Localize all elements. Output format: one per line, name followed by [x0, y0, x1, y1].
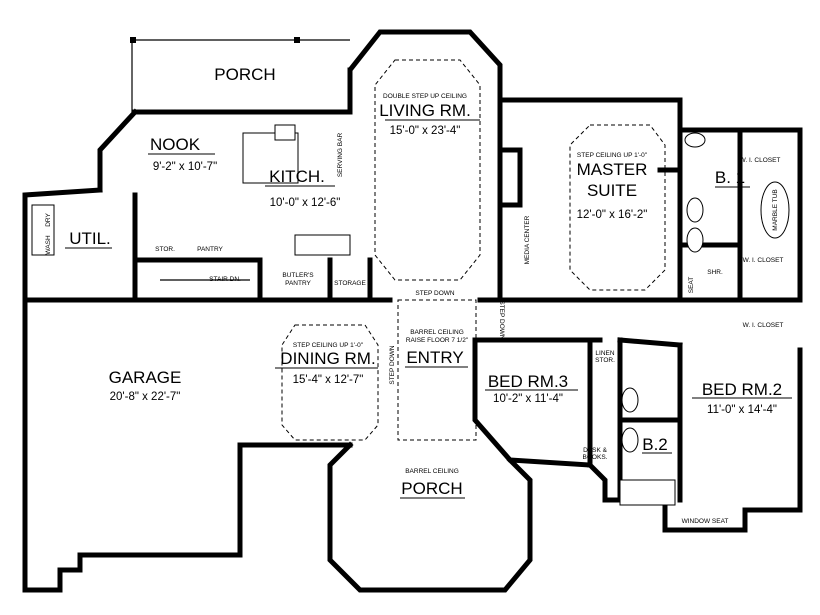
step-down-label-1: STEP DOWN — [415, 290, 455, 297]
step-down-label-3: STEP DOWN — [389, 345, 396, 385]
kitchen-label: KITCH. — [269, 167, 325, 186]
living-label: LIVING RM. — [379, 101, 471, 120]
wash-label: WASH — [45, 235, 52, 255]
porch-front-label: PORCH — [401, 479, 462, 498]
ceiling-outlines — [281, 59, 666, 441]
util-label: UTIL. — [69, 229, 111, 248]
desk-label-2: BOOKS. — [583, 454, 608, 461]
wi-closet-label-1: W. I. CLOSET — [740, 157, 781, 164]
nook-size: 9'-2" x 10'-7" — [153, 161, 217, 173]
living-size: 15'-0" x 23'-4" — [390, 125, 461, 137]
bath1-label: B. 1 — [715, 168, 745, 187]
stair-label: STAIR DN. — [209, 276, 241, 283]
fixtures — [31, 124, 790, 506]
master-note: STEP CEILING UP 1'-0" — [577, 152, 648, 159]
wi-closet-label-2: W. I. CLOSET — [743, 257, 784, 264]
kitchen-size: 10'-0" x 12'-6" — [270, 197, 341, 209]
master-size: 12'-0" x 16'-2" — [577, 209, 648, 221]
porch-outline — [130, 37, 350, 112]
butlers-label-2: PANTRY — [285, 280, 311, 287]
walls — [22, 29, 803, 593]
linen-label-1: LINEN — [595, 350, 614, 357]
living-note: DOUBLE STEP UP CEILING — [383, 93, 467, 100]
seat-label: SEAT — [688, 277, 695, 294]
wi-closet-label-3: W. I. CLOSET — [743, 322, 784, 329]
dining-note: STEP CEILING UP 1'-0" — [293, 342, 364, 349]
stor-label: STOR. — [155, 246, 175, 253]
garage-label: GARAGE — [109, 368, 182, 387]
bed2-size: 11'-0" x 14'-4" — [707, 404, 777, 416]
entry-note-2: RAISE FLOOR 7 1/2" — [406, 337, 469, 344]
bath2-label: B.2 — [642, 435, 668, 454]
storage-label: STORAGE — [334, 280, 366, 287]
entry-label: ENTRY — [406, 348, 463, 367]
nook-label: NOOK — [150, 135, 201, 154]
bed3-size: 10'-2" x 11'-4" — [493, 393, 563, 405]
dry-label: DRY — [45, 213, 52, 227]
dining-size: 15'-4" x 12'-7" — [293, 374, 364, 386]
marble-tub-label: MARBLE TUB — [772, 189, 779, 230]
pantry-label: PANTRY — [197, 246, 223, 253]
master-label-2: SUITE — [587, 181, 637, 200]
bed3-label: BED RM.3 — [488, 372, 568, 391]
porch-front-note: BARREL CEILING — [405, 468, 459, 475]
step-down-label-2: STEP DOWN — [498, 300, 505, 340]
media-center-label: MEDIA CENTER — [524, 215, 531, 264]
window-seat-label: WINDOW SEAT — [682, 518, 729, 525]
garage-size: 20'-8" x 22'-7" — [110, 391, 181, 403]
linen-label-2: STOR. — [595, 357, 615, 364]
serving-bar-label: SERVING BAR — [337, 133, 344, 178]
butlers-label-1: BUTLER'S — [282, 272, 314, 279]
desk-label-1: DESK & — [583, 447, 608, 454]
dining-label: DINING RM. — [280, 349, 375, 368]
entry-note-1: BARREL CEILING — [410, 329, 464, 336]
master-label-1: MASTER — [577, 160, 648, 179]
bed2-label: BED RM.2 — [702, 380, 782, 399]
shower-label: SHR. — [707, 269, 723, 276]
porch-top-label: PORCH — [214, 65, 275, 84]
